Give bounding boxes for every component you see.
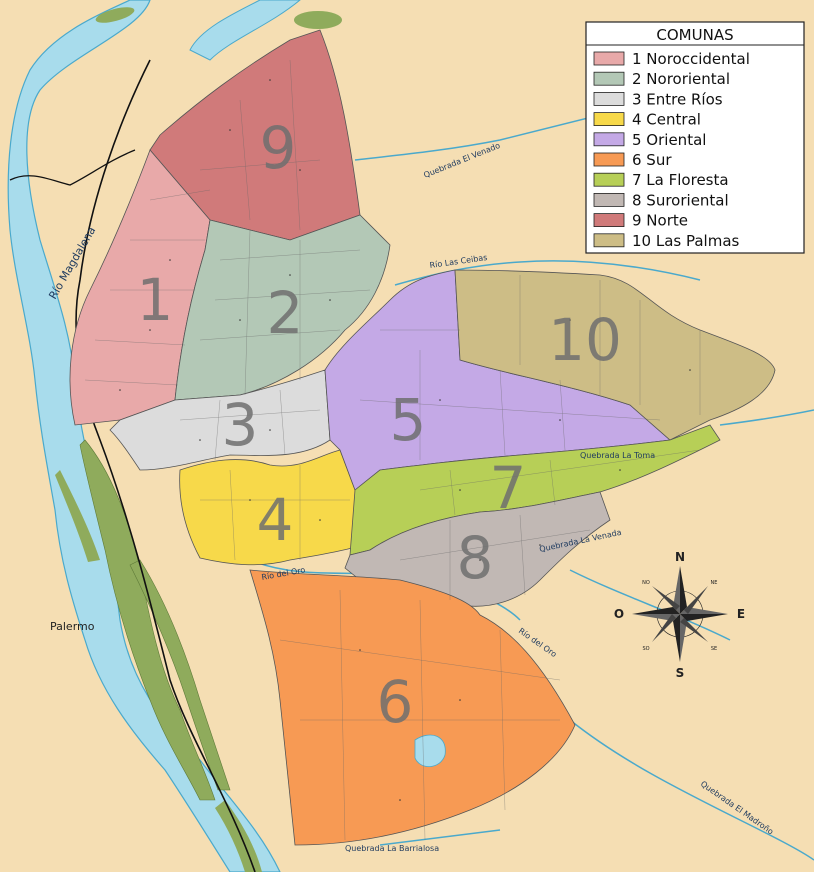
legend-swatch-3: [593, 92, 625, 106]
comuna-2-number: 2: [267, 279, 304, 347]
legend-swatch-5: [593, 132, 625, 147]
legend-label-10: 10 Las Palmas: [632, 232, 740, 250]
legend: COMUNAS 1 Noroccidental 2 Nororiental 3 En…: [585, 21, 805, 254]
comuna-5-number: 5: [390, 386, 427, 454]
comuna-4: [179, 449, 381, 566]
legend-label-8: 8 Suroriental: [632, 191, 729, 209]
comuna-7-number: 7: [490, 454, 527, 522]
compass-n: N: [675, 550, 685, 564]
legend-swatch-7: [593, 172, 625, 187]
lake: [414, 734, 446, 768]
legend-swatch-2: [593, 71, 625, 86]
compass-no: NO: [642, 580, 650, 586]
legend-label-5: 5 Oriental: [632, 131, 706, 149]
neighborhood-lines: [84, 59, 701, 841]
legend-label-7: 7 La Floresta: [632, 171, 729, 189]
comuna-1-number: 1: [137, 266, 174, 334]
compass-se: SE: [711, 646, 717, 652]
neighborhood-dots: [119, 79, 691, 801]
comuna-8-number: 8: [457, 524, 494, 592]
compass-s: S: [676, 666, 685, 680]
legend-label-9: 9 Norte: [632, 212, 688, 230]
legend-swatch-6: [593, 152, 625, 167]
legend-label-1: 1 Noroccidental: [632, 50, 750, 68]
compass-e: E: [737, 607, 745, 621]
compass-rose: N S E O NO NE SO SE: [614, 550, 745, 680]
label-quebrada-la-toma: Quebrada La Toma: [580, 451, 655, 460]
legend-swatch-10: [593, 233, 625, 248]
comuna-3-number: 3: [222, 391, 259, 459]
comuna-3: [109, 369, 331, 471]
legend-label-2: 2 Nororiental: [632, 70, 730, 88]
comuna-10: [454, 269, 776, 441]
magdalena-river: [7, 0, 342, 873]
label-quebrada-la-barrialosa: Quebrada La Barrialosa: [345, 844, 439, 853]
legend-label-4: 4 Central: [632, 111, 701, 129]
comuna-6-number: 6: [377, 668, 414, 736]
comuna-9-number: 9: [260, 114, 297, 182]
legend-label-6: 6 Sur: [632, 151, 672, 169]
label-palermo: Palermo: [50, 620, 95, 633]
legend-swatch-9: [593, 213, 625, 228]
comuna-9: [149, 29, 361, 241]
compass-ne: NE: [711, 580, 718, 586]
comuna-4-number: 4: [257, 486, 294, 554]
boundary-line: [9, 149, 136, 186]
legend-title: COMUNAS: [656, 26, 733, 44]
compass-so: SO: [642, 646, 649, 652]
comuna-10-number: 10: [548, 306, 622, 374]
compass-o: O: [614, 607, 624, 621]
comuna-2: [174, 214, 391, 401]
legend-swatch-1: [593, 51, 625, 66]
legend-swatch-4: [593, 112, 625, 126]
legend-swatch-8: [593, 192, 625, 207]
legend-label-3: 3 Entre Ríos: [632, 90, 723, 108]
comuna-6: [249, 569, 576, 846]
